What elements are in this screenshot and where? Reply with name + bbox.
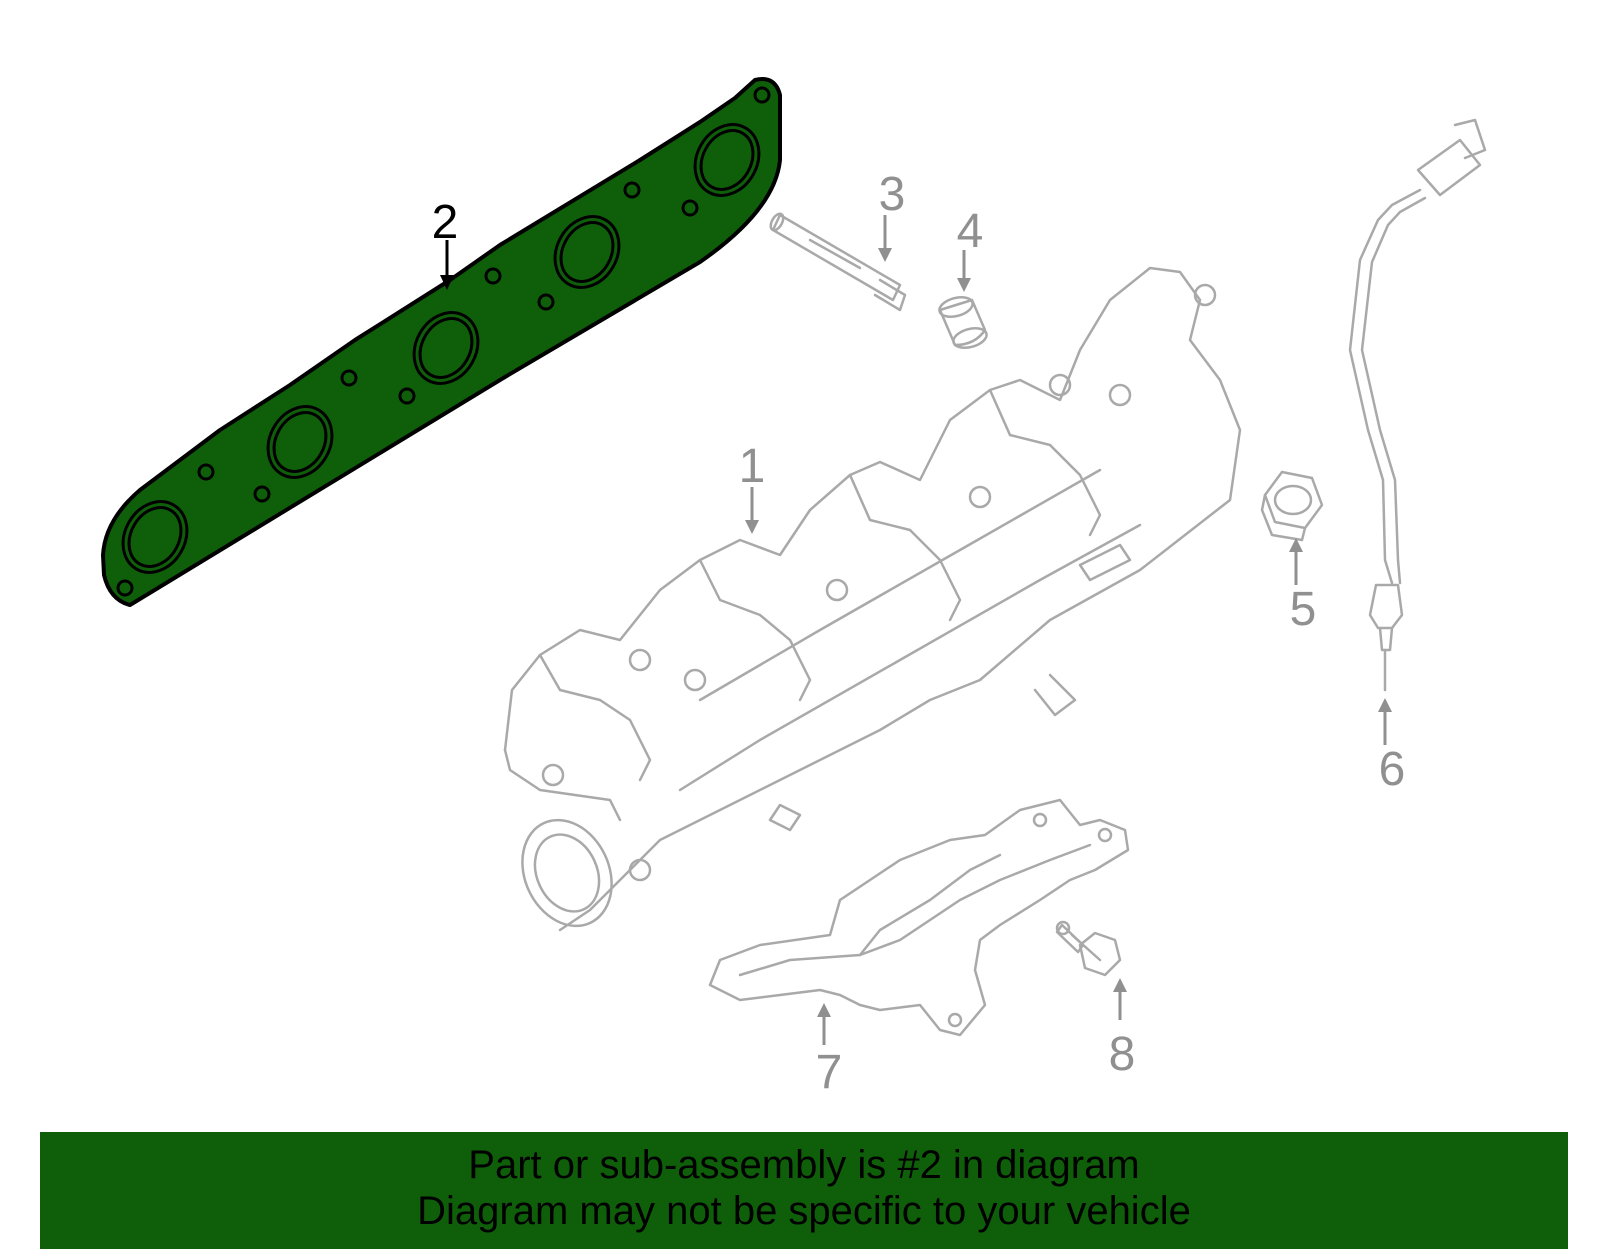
callout-label-1: 1 (739, 440, 766, 493)
bolt-part-8[interactable] (1055, 920, 1122, 977)
callout-arrows (440, 215, 1392, 1045)
spacer-part-4[interactable] (937, 294, 989, 351)
callout-label-3: 3 (879, 168, 906, 221)
banner-line-2: Diagram may not be specific to your vehi… (417, 1189, 1191, 1233)
callout-label-6: 6 (1379, 743, 1406, 796)
callout-label-7: 7 (816, 1046, 843, 1099)
callout-label-4: 4 (957, 205, 984, 258)
manifold-gasket-part-2[interactable] (101, 77, 782, 607)
info-banner: Part or sub-assembly is #2 in diagram Di… (40, 1132, 1568, 1249)
callout-label-5: 5 (1290, 583, 1317, 636)
stud-part-3[interactable] (768, 212, 907, 312)
callout-label-8: 8 (1109, 1028, 1136, 1081)
banner-line-1: Part or sub-assembly is #2 in diagram (468, 1143, 1140, 1187)
exhaust-temperature-sensor-part-6[interactable] (1348, 118, 1487, 692)
nut-part-5[interactable] (1260, 470, 1324, 542)
callout-label-2: 2 (432, 196, 459, 249)
heat-shield-part-7[interactable] (708, 798, 1130, 1037)
exhaust-manifold-part-1[interactable] (503, 266, 1242, 941)
